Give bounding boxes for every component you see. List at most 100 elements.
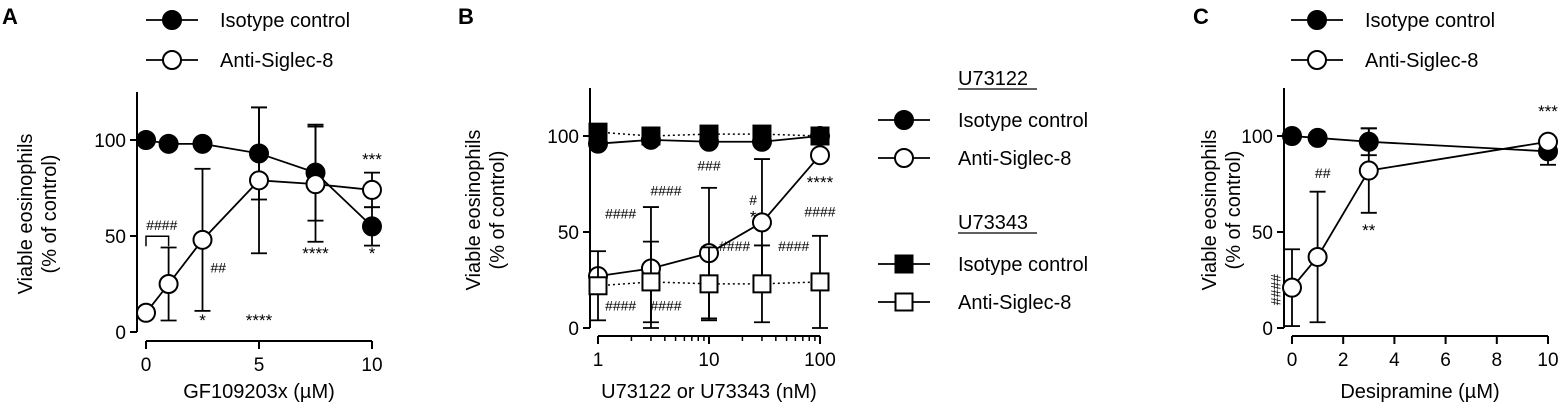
legend-marker: [894, 254, 914, 274]
y-axis-title: (% of control): [39, 155, 61, 274]
data-point: [699, 124, 719, 144]
legend-marker: [162, 50, 182, 70]
y-tick-label: 0: [115, 323, 126, 344]
x-tick-label: 0: [1287, 350, 1298, 371]
y-axis-title: Viable eosinophils: [1199, 130, 1221, 291]
data-point: [249, 170, 269, 191]
significance-annotation: #: [749, 192, 757, 208]
legend-marker: [894, 148, 914, 168]
data-point: [1282, 277, 1302, 298]
data-point: [158, 274, 179, 294]
y-axis-title: Viable eosinophils: [15, 134, 37, 295]
legend-marker: [894, 292, 914, 312]
series-0: [1282, 126, 1558, 166]
y-tick-label: 0: [568, 319, 579, 340]
x-tick-label: 6: [1440, 350, 1451, 371]
significance-annotation: ****: [246, 311, 273, 330]
y-tick-label: 0: [1262, 319, 1273, 340]
data-point: [158, 133, 179, 154]
series-2: [588, 122, 830, 146]
data-point: [588, 276, 608, 296]
significance-annotation: ####: [605, 298, 636, 314]
significance-annotation: ####: [719, 238, 750, 254]
x-axis-title: U73122 or U73343 (nM): [601, 381, 817, 403]
legend-label: Anti-Siglec-8: [958, 148, 1071, 170]
legend-label: Isotype control: [958, 254, 1088, 276]
x-tick-label: 0: [141, 355, 152, 376]
data-point: [641, 126, 661, 146]
significance-bracket: [145, 235, 170, 247]
data-point: [641, 272, 661, 292]
data-point: [751, 212, 772, 233]
legend-marker: [1307, 10, 1327, 30]
significance-annotation: ###: [697, 158, 721, 174]
legend-marker: [162, 10, 182, 30]
legend-label: Anti-Siglec-8: [1365, 50, 1478, 72]
x-tick-label: 10: [1537, 350, 1558, 371]
legend-group-title: U73122: [958, 68, 1028, 90]
data-point: [192, 133, 213, 154]
data-point: [588, 122, 608, 142]
legend-marker: [894, 110, 914, 130]
y-tick-label: 50: [105, 227, 126, 248]
data-point: [362, 179, 382, 200]
y-axis-title: (% of control): [1223, 151, 1245, 270]
data-point: [305, 174, 326, 195]
y-tick-label: 100: [547, 127, 579, 148]
significance-annotation: ####: [146, 217, 177, 233]
x-tick-label: 10: [698, 350, 719, 371]
legend-label: Isotype control: [1365, 10, 1495, 32]
x-tick-label: 10: [361, 355, 382, 376]
x-tick-label: 8: [1492, 350, 1503, 371]
significance-annotation: *: [199, 311, 206, 330]
data-point: [699, 274, 719, 294]
legend-label: Isotype control: [220, 10, 350, 32]
panel-label-a: A: [2, 4, 18, 29]
series-line: [1291, 135, 1549, 153]
series-1: [136, 106, 382, 323]
y-tick-label: 50: [558, 223, 579, 244]
significance-annotation: ####: [650, 183, 681, 199]
data-point: [1538, 131, 1558, 152]
y-axis-title: Viable eosinophils: [463, 130, 485, 291]
y-tick-label: 100: [1241, 127, 1273, 148]
significance-annotation: ****: [807, 173, 834, 192]
significance-annotation: ***: [362, 150, 382, 169]
data-point: [810, 126, 830, 146]
significance-annotation: ****: [302, 244, 329, 263]
legend-label: Isotype control: [958, 110, 1088, 132]
data-point: [136, 302, 156, 323]
significance-annotation: ***: [1538, 102, 1558, 121]
x-tick-label: 4: [1389, 350, 1400, 371]
series-1: [1282, 127, 1558, 327]
data-point: [1307, 246, 1328, 267]
x-tick-label: 2: [1338, 350, 1349, 371]
legend-group-title: U73343: [958, 212, 1028, 234]
x-tick-label: 1: [593, 350, 604, 371]
significance-annotation: **: [1362, 221, 1376, 240]
data-point: [362, 216, 382, 237]
data-point: [1358, 160, 1379, 181]
data-point: [1282, 126, 1302, 146]
x-tick-label: 100: [804, 350, 836, 371]
series-line: [1291, 140, 1549, 289]
legend-marker: [1307, 50, 1327, 70]
data-point: [1307, 127, 1328, 148]
data-point: [192, 229, 213, 250]
significance-annotation: ####: [1267, 274, 1283, 305]
x-tick-label: 5: [254, 355, 265, 376]
y-tick-label: 50: [1252, 223, 1273, 244]
panel-label-b: B: [458, 4, 474, 29]
significance-annotation: ####: [605, 206, 636, 222]
y-tick-label: 100: [94, 131, 126, 152]
panel-label-c: C: [1193, 4, 1209, 29]
significance-annotation: ##: [211, 259, 227, 275]
data-point: [810, 272, 830, 292]
significance-annotation: ##: [1315, 165, 1331, 181]
